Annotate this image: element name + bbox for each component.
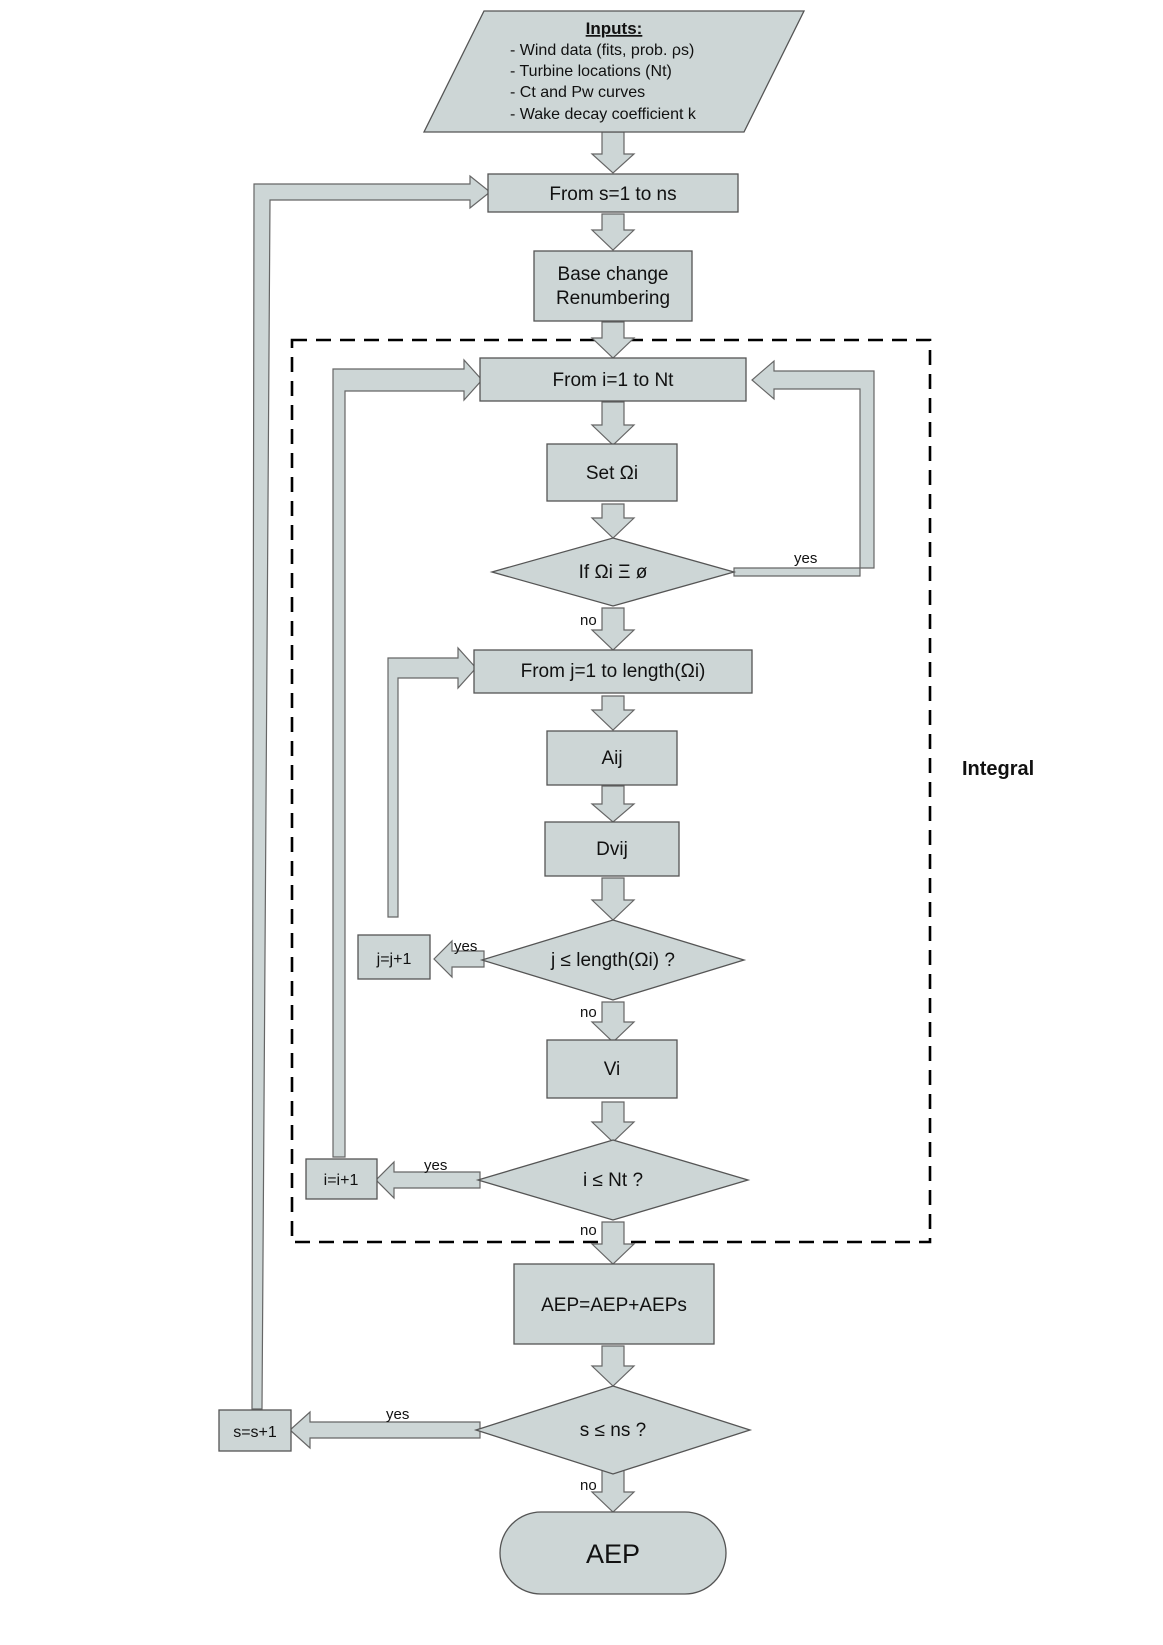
vi-label: Vi bbox=[604, 1059, 621, 1080]
inc-s-label: s=s+1 bbox=[233, 1424, 277, 1441]
set-omega-box bbox=[546, 443, 678, 502]
loop-i-box bbox=[479, 357, 747, 402]
aep-terminal bbox=[499, 1511, 727, 1595]
inputs-title: Inputs: bbox=[586, 19, 643, 38]
base-change-label-line2: Renumbering bbox=[556, 288, 670, 309]
i-check-label: i ≤ Nt ? bbox=[583, 1170, 643, 1191]
arrow-vi-to-i-check bbox=[590, 1101, 636, 1143]
loop-i-label: From i=1 to Nt bbox=[553, 370, 675, 391]
loop-j-box bbox=[473, 649, 753, 694]
aep-terminal-label: AEP bbox=[586, 1539, 640, 1569]
arrow-j-loop-back bbox=[387, 646, 477, 918]
inputs-item-curves: - Ct and Pw curves bbox=[510, 84, 645, 101]
arrow-set-omega-to-decision bbox=[590, 503, 636, 539]
arrow-loop-s-to-base-change bbox=[590, 213, 636, 251]
arrow-j-check-no-to-vi bbox=[590, 1001, 636, 1043]
inc-s-box bbox=[218, 1409, 292, 1452]
j-check-label: j ≤ length(Ωi) ? bbox=[550, 950, 675, 971]
arrow-inputs-to-loop-s bbox=[590, 131, 636, 174]
omega-empty-yes-label: yes bbox=[794, 550, 817, 567]
j-check-yes-label: yes bbox=[454, 938, 477, 955]
arrow-i-loop-back bbox=[332, 358, 483, 1158]
inc-i-box bbox=[305, 1158, 378, 1200]
base-change-box bbox=[533, 250, 693, 322]
arrow-loop-j-to-aij bbox=[590, 695, 636, 731]
s-check-label: s ≤ ns ? bbox=[580, 1420, 646, 1441]
base-change-label-line1: Base change bbox=[558, 264, 669, 285]
inc-i-label: i=i+1 bbox=[324, 1172, 359, 1189]
dvij-box bbox=[544, 821, 680, 877]
arrow-dvij-to-j-check bbox=[590, 877, 636, 921]
arrow-i-check-no-to-aep-update bbox=[590, 1221, 636, 1265]
omega-empty-label: If Ωi Ξ ø bbox=[579, 562, 648, 583]
inputs-parallelogram bbox=[422, 10, 806, 133]
arrow-loop-i-to-set-omega bbox=[590, 401, 636, 446]
i-check-diamond bbox=[475, 1139, 751, 1221]
inputs-item-wind-data: - Wind data (fits, prob. ρs) bbox=[510, 42, 694, 59]
arrow-aij-to-dvij bbox=[590, 785, 636, 823]
aij-box bbox=[546, 730, 678, 786]
inputs-item-turbine-locations: - Turbine locations (Nt) bbox=[510, 63, 672, 80]
arrow-j-check-yes bbox=[433, 939, 485, 979]
i-check-no-label: no bbox=[580, 1222, 597, 1239]
j-check-no-label: no bbox=[580, 1004, 597, 1021]
dvij-label: Dvij bbox=[596, 839, 628, 860]
s-check-yes-label: yes bbox=[386, 1406, 409, 1423]
omega-empty-no-label: no bbox=[580, 612, 597, 629]
s-check-no-label: no bbox=[580, 1477, 597, 1494]
j-check-diamond bbox=[479, 919, 747, 1001]
loop-s-box bbox=[487, 173, 739, 213]
vi-box bbox=[546, 1039, 678, 1099]
aep-update-label: AEP=AEP+AEPs bbox=[541, 1295, 687, 1316]
arrow-i-check-yes bbox=[375, 1160, 481, 1200]
inc-j-label: j=j+1 bbox=[376, 951, 412, 968]
omega-empty-diamond bbox=[489, 537, 737, 607]
arrow-decision-no-to-loop-j bbox=[590, 607, 636, 651]
inputs-item-wake-decay: - Wake decay coefficient k bbox=[510, 106, 697, 123]
inc-j-box bbox=[357, 934, 431, 980]
arrow-s-check-yes bbox=[289, 1410, 481, 1450]
aij-label: Aij bbox=[601, 748, 622, 769]
loop-s-label: From s=1 to ns bbox=[549, 184, 676, 205]
arrow-s-check-no-to-terminal bbox=[590, 1469, 636, 1513]
i-check-yes-label: yes bbox=[424, 1157, 447, 1174]
arrow-base-change-to-loop-i bbox=[590, 321, 636, 359]
arrow-s-loop-back bbox=[251, 174, 491, 1410]
loop-j-label: From j=1 to length(Ωi) bbox=[521, 661, 706, 682]
integral-region-label: Integral bbox=[962, 758, 1034, 780]
arrow-omega-yes-loop-back bbox=[733, 359, 875, 577]
aep-update-box bbox=[513, 1263, 715, 1345]
set-omega-label: Set Ωi bbox=[586, 463, 638, 484]
arrow-aep-update-to-s-check bbox=[590, 1345, 636, 1387]
s-check-diamond bbox=[473, 1385, 753, 1475]
